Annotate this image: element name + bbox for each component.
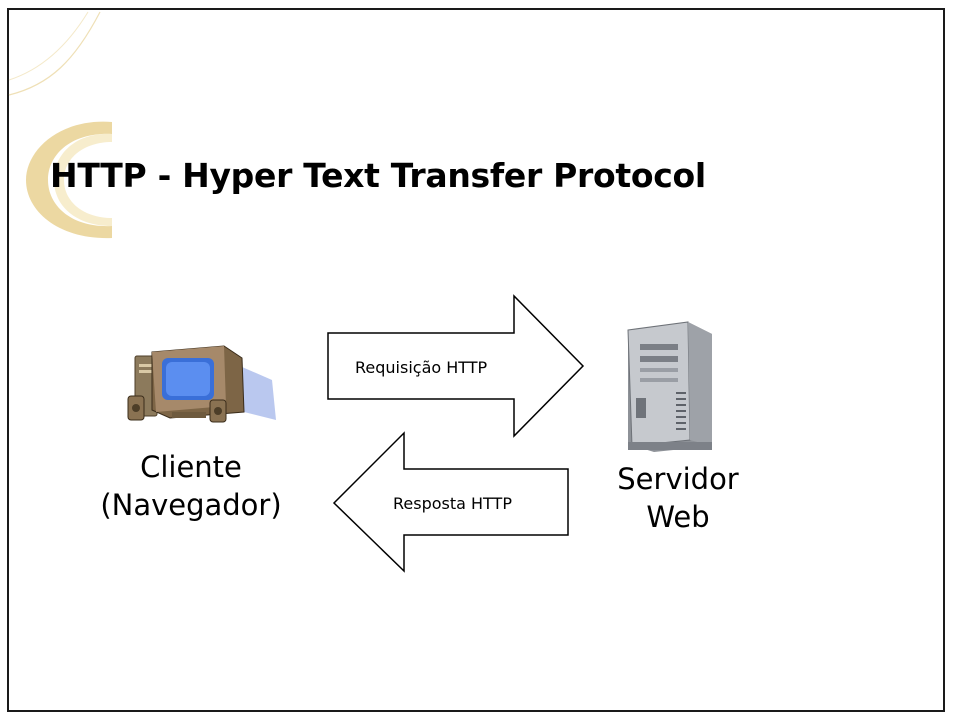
response-arrow: Resposta HTTP (332, 431, 569, 573)
request-arrow: Requisição HTTP (327, 294, 585, 438)
slide-title: HTTP - Hyper Text Transfer Protocol (50, 156, 706, 195)
server-label-line2: Web (646, 500, 710, 534)
server-label: Servidor Web (598, 460, 758, 536)
client-label: Cliente (Navegador) (96, 448, 286, 524)
client-label-line1: Cliente (140, 450, 242, 484)
request-arrow-label: Requisição HTTP (355, 358, 488, 377)
desktop-computer-icon (127, 345, 276, 423)
server-label-line1: Servidor (617, 462, 739, 496)
server-tower-icon (627, 321, 712, 452)
client-label-line2: (Navegador) (100, 488, 282, 522)
response-arrow-label: Resposta HTTP (393, 494, 512, 513)
